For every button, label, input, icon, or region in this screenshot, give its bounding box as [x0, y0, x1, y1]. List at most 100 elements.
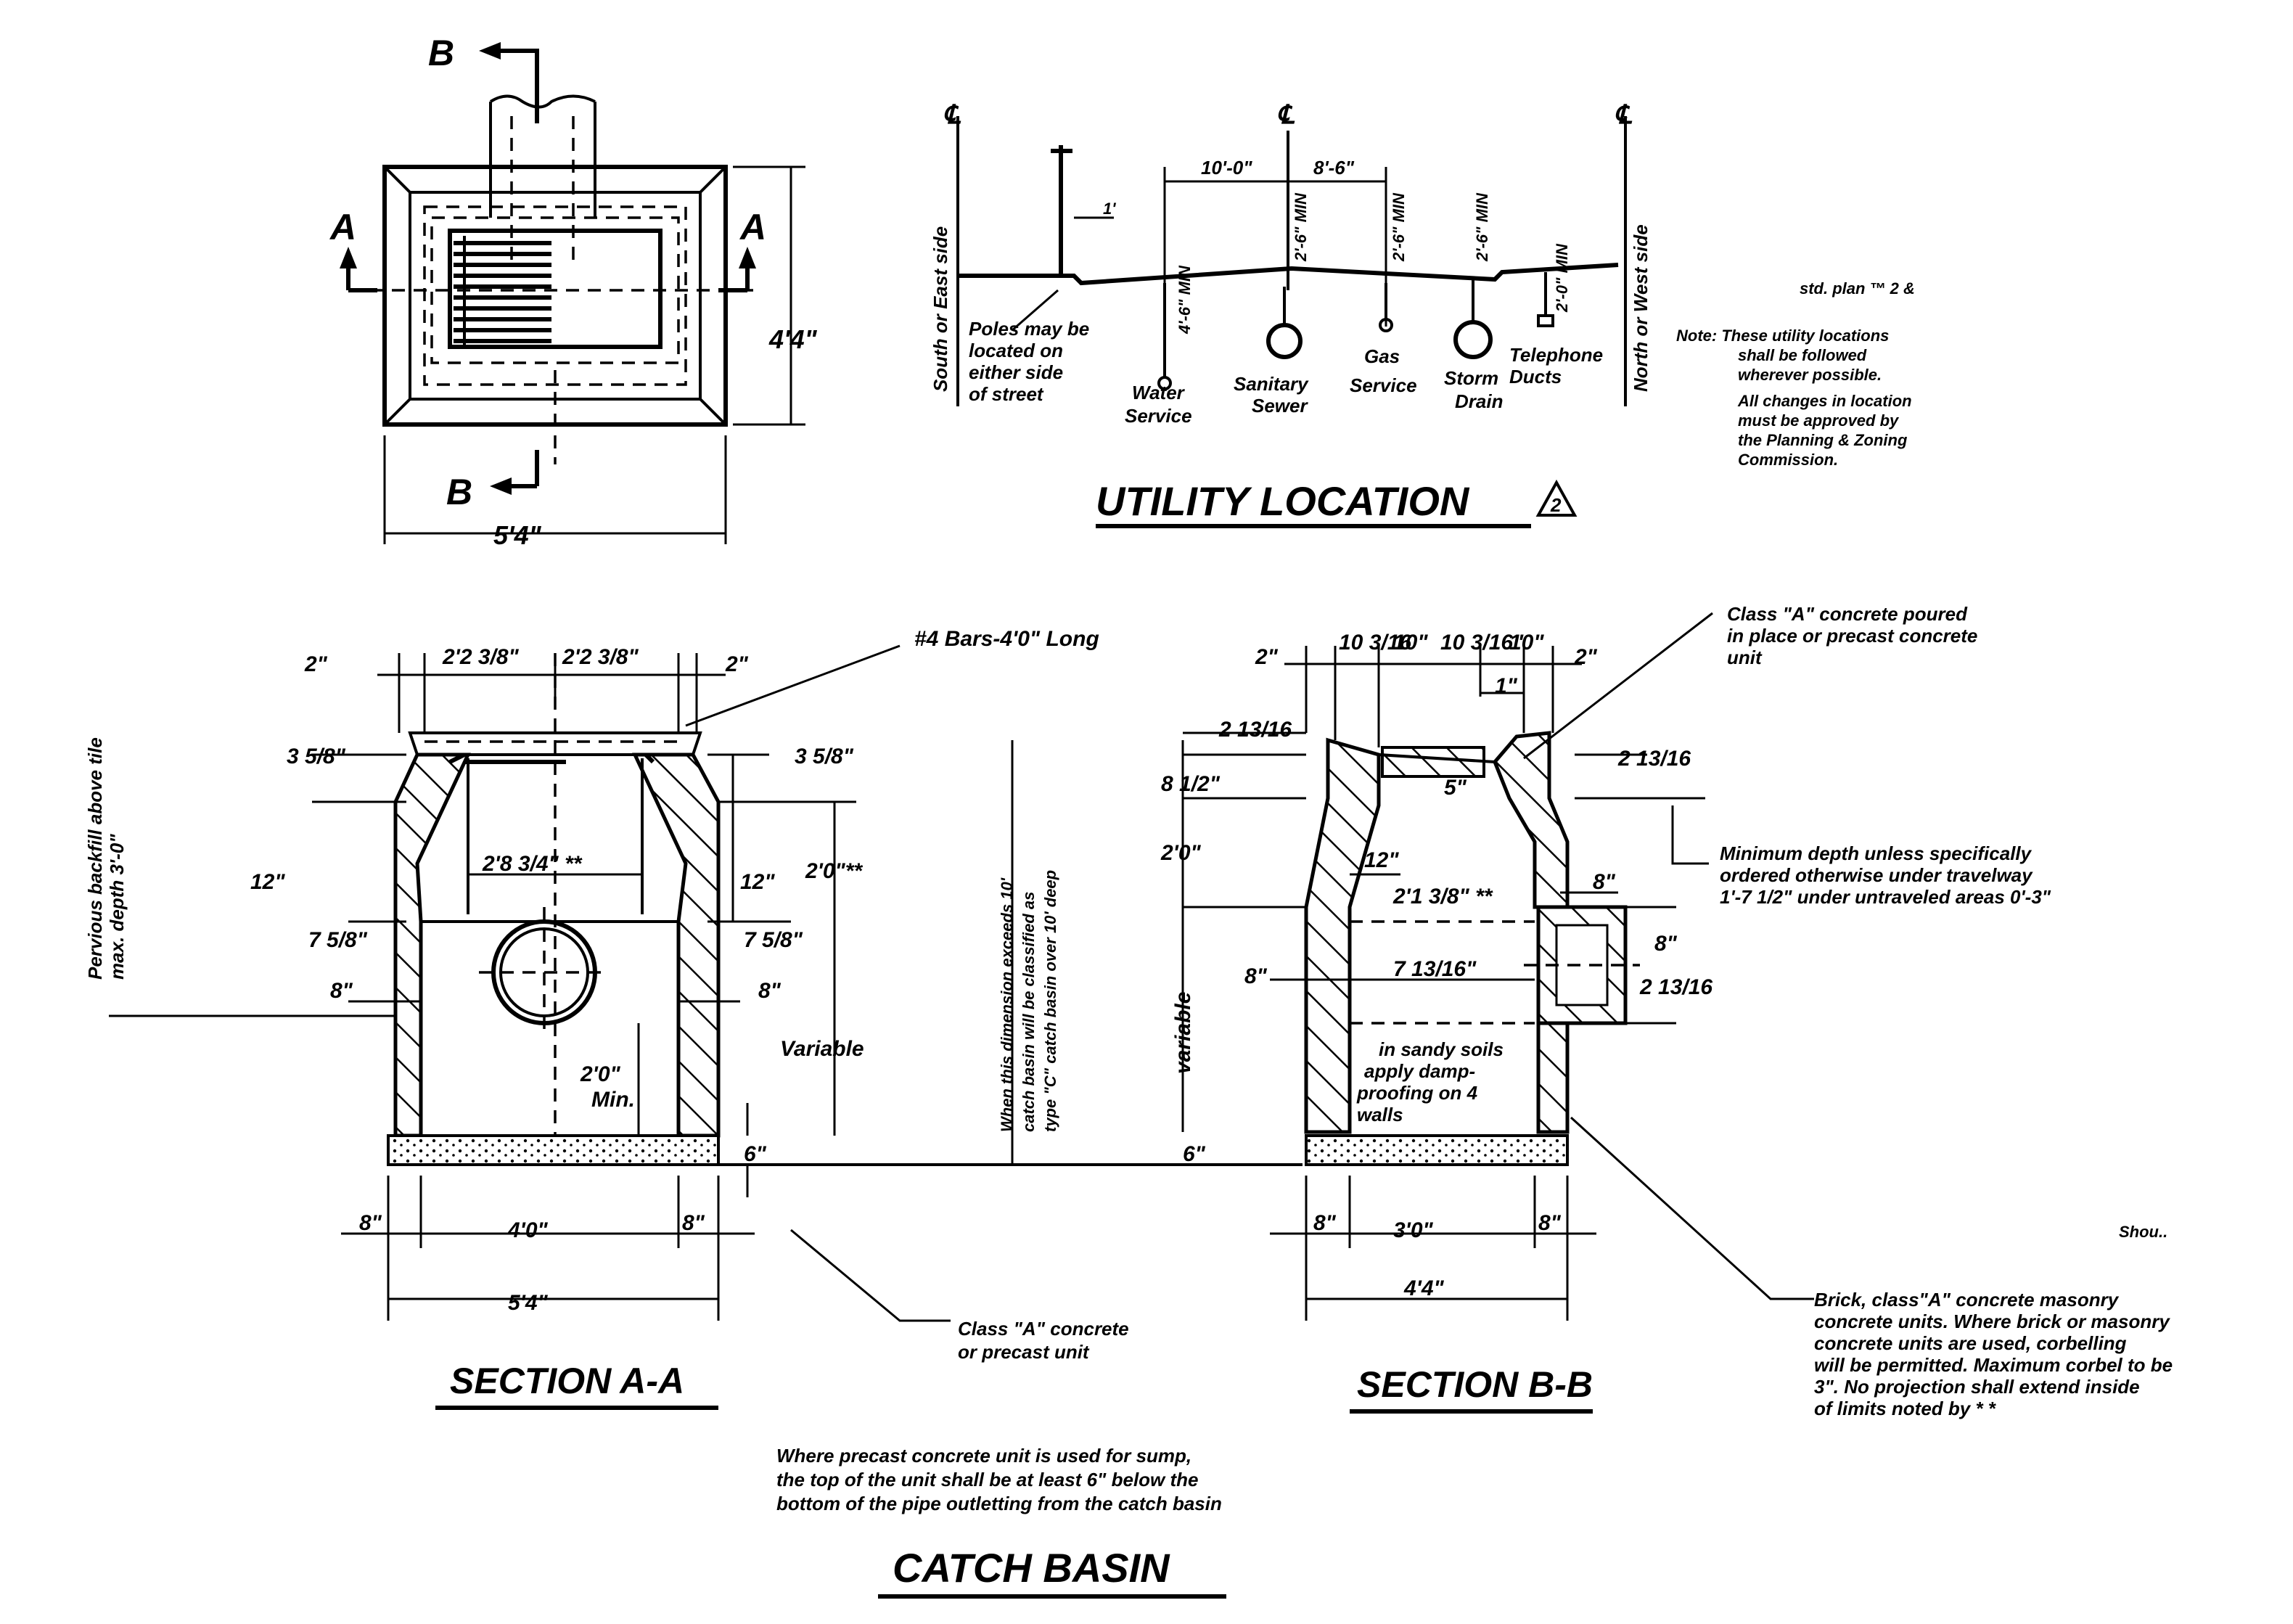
bb-dim-2-1: 2'1 3/8" **: [1392, 885, 1493, 909]
utility-north-west-label: North or West side: [1630, 224, 1652, 392]
bb-dim-2-1316-right: 2 13/16: [1639, 975, 1712, 999]
utility-rev: 2: [1550, 494, 1562, 516]
aa-dim-8-right: 8": [758, 979, 782, 1003]
utility-water-1: Water: [1132, 382, 1186, 403]
utility-cl-right: ℄: [1615, 99, 1633, 129]
bb-dim-8-r1: 8": [1593, 870, 1616, 894]
bb-brick-4: will be permitted. Maximum corbel to be: [1814, 1354, 2173, 1376]
aa-bars-label: #4 Bars-4'0" Long: [914, 627, 1099, 651]
bb-dim-10-316a: 10 3/16: [1339, 631, 1411, 655]
plan-section-a-left: A: [329, 207, 356, 247]
utility-note-4: All changes in location: [1737, 392, 1912, 410]
utility-note-3: wherever possible.: [1738, 366, 1882, 384]
bb-brick-6: of limits noted by * *: [1814, 1398, 1997, 1419]
plan-view: B B A A 5'4" 4'4": [329, 33, 818, 550]
bb-dim-12: 12": [1364, 848, 1399, 872]
plan-dim-width: 5'4": [493, 520, 542, 550]
section-bb-title: SECTION B-B: [1357, 1364, 1593, 1405]
aa-dim-8-left: 8": [330, 979, 353, 1003]
aa-dim-top-right: 2'2 3/8": [562, 645, 639, 669]
bb-dim-10a: 10": [1393, 631, 1428, 655]
aa-dim-8-bottom-left: 8": [359, 1211, 382, 1235]
utility-poles-note-2: located on: [969, 340, 1063, 361]
utility-min-2-0: 2'-0" MIN: [1553, 243, 1571, 313]
aa-dim-4-0: 4'0": [507, 1218, 549, 1242]
aa-dim-358-left: 3 5/8": [287, 745, 346, 768]
aa-dim-inner: 2'8 3/4" **: [482, 852, 583, 876]
aa-dim-5-4: 5'4": [508, 1291, 549, 1315]
bb-brick-5: 3". No projection shall extend inside: [1814, 1376, 2140, 1398]
utility-min-2-6c: 2'-6" MIN: [1473, 192, 1491, 262]
aa-classA-2: or precast unit: [958, 1341, 1090, 1363]
catch-basin-title: CATCH BASIN: [893, 1545, 1170, 1591]
bb-dim-2-right: 2": [1574, 645, 1598, 669]
plan-dim-height: 4'4": [768, 324, 818, 354]
section-aa: 2" 2" 2'2 3/8" 2'2 3/8" #4 Bars-4'0" Lon…: [84, 627, 1129, 1410]
bb-min-depth-2: ordered otherwise under travelway: [1720, 864, 2033, 886]
bb-brick-2: concrete units. Where brick or masonry: [1814, 1311, 2170, 1332]
utility-min-2-6a: 2'-6" MIN: [1292, 192, 1310, 262]
bb-dim-10-316b: 10 3/16": [1440, 631, 1524, 655]
utility-dim-10-0: 10'-0": [1201, 157, 1252, 179]
bb-brick-3: concrete units are used, corbelling: [1814, 1332, 2127, 1354]
utility-sanitary-1: Sanitary: [1234, 373, 1309, 395]
bb-dim-2-1516: 2 13/16: [1617, 747, 1691, 771]
aa-dim-8-bottom-right: 8": [682, 1211, 705, 1235]
bb-dim-3-0: 3'0": [1393, 1218, 1434, 1242]
aa-pervious-2: max. depth 3'-0": [106, 834, 128, 980]
bb-dim-2-1316: 2 13/16: [1218, 718, 1292, 742]
utility-telephone-2: Ducts: [1509, 366, 1562, 387]
bb-classA-top-3: unit: [1727, 647, 1763, 668]
utility-note-7: Commission.: [1738, 451, 1838, 469]
utility-location: South or East side North or West side ℄ …: [930, 99, 1915, 528]
utility-gas-1: Gas: [1364, 345, 1400, 367]
utility-dim-1ft: 1': [1103, 200, 1116, 218]
utility-gas-2: Service: [1350, 374, 1417, 396]
aa-dim-2-left: 2": [304, 652, 328, 676]
bb-sandy-2: apply damp-: [1364, 1060, 1475, 1082]
bb-dim-7: 7 13/16": [1393, 957, 1477, 981]
aa-pervious-1: Pervious backfill above tile: [84, 737, 106, 980]
aa-when-1: When this dimension exceeds 10': [998, 877, 1016, 1132]
plan-section-a-right: A: [739, 207, 766, 247]
aa-min-value: 2'0": [580, 1062, 621, 1086]
bb-dim-8-r2: 8": [1654, 932, 1678, 956]
utility-note-2: shall be followed: [1738, 346, 1867, 364]
section-bb: 2" 10 3/16 10" 10 3/16" 10" 2" 1" 2 13/1…: [1160, 603, 2173, 1419]
bb-dim-6: 6": [1183, 1142, 1206, 1166]
bb-dim-8-bottom-right: 8": [1538, 1211, 1562, 1235]
bb-dim-4-4: 4'4": [1403, 1276, 1445, 1300]
bb-classA-top-1: Class "A" concrete poured: [1727, 603, 1968, 625]
aa-variable: Variable: [780, 1037, 864, 1061]
aa-dim-12-left: 12": [250, 870, 285, 894]
bb-dim-10b: 10": [1509, 631, 1544, 655]
precast-note-2: the top of the unit shall be at least 6"…: [776, 1469, 1199, 1490]
section-aa-title: SECTION A-A: [450, 1361, 684, 1401]
utility-storm-1: Storm: [1444, 367, 1498, 389]
bb-dim-1: 1": [1495, 674, 1518, 698]
bb-variable: variable: [1171, 992, 1195, 1074]
precast-note-1: Where precast concrete unit is used for …: [776, 1445, 1191, 1467]
utility-note-6: the Planning & Zoning: [1738, 431, 1908, 449]
aa-dim-top-left: 2'2 3/8": [442, 645, 520, 669]
utility-note-1: Note: These utility locations: [1676, 327, 1889, 345]
aa-classA-1: Class "A" concrete: [958, 1318, 1129, 1340]
bb-should: Shou..: [2119, 1223, 2167, 1241]
bb-dim-2-left: 2": [1255, 645, 1279, 669]
aa-dim-6: 6": [744, 1142, 767, 1166]
utility-title: UTILITY LOCATION: [1096, 478, 1470, 524]
plan-section-b-bottom: B: [446, 472, 472, 512]
aa-dim-2-0: 2'0"**: [805, 859, 863, 883]
aa-dim-758-left: 7 5/8": [308, 928, 368, 952]
utility-sanitary-2: Sewer: [1252, 395, 1308, 417]
utility-cl-center: ℄: [1277, 99, 1295, 129]
bottom-notes: Where precast concrete unit is used for …: [776, 1445, 1226, 1599]
utility-dim-8-6: 8'-6": [1313, 157, 1355, 179]
utility-poles-note-3: either side: [969, 361, 1063, 383]
bb-brick-1: Brick, class"A" concrete masonry: [1814, 1289, 2120, 1311]
utility-storm-2: Drain: [1455, 390, 1503, 412]
precast-note-3: bottom of the pipe outletting from the c…: [776, 1493, 1222, 1514]
bb-classA-top-2: in place or precast concrete: [1727, 625, 1977, 647]
utility-note-5: must be approved by: [1738, 411, 1900, 430]
